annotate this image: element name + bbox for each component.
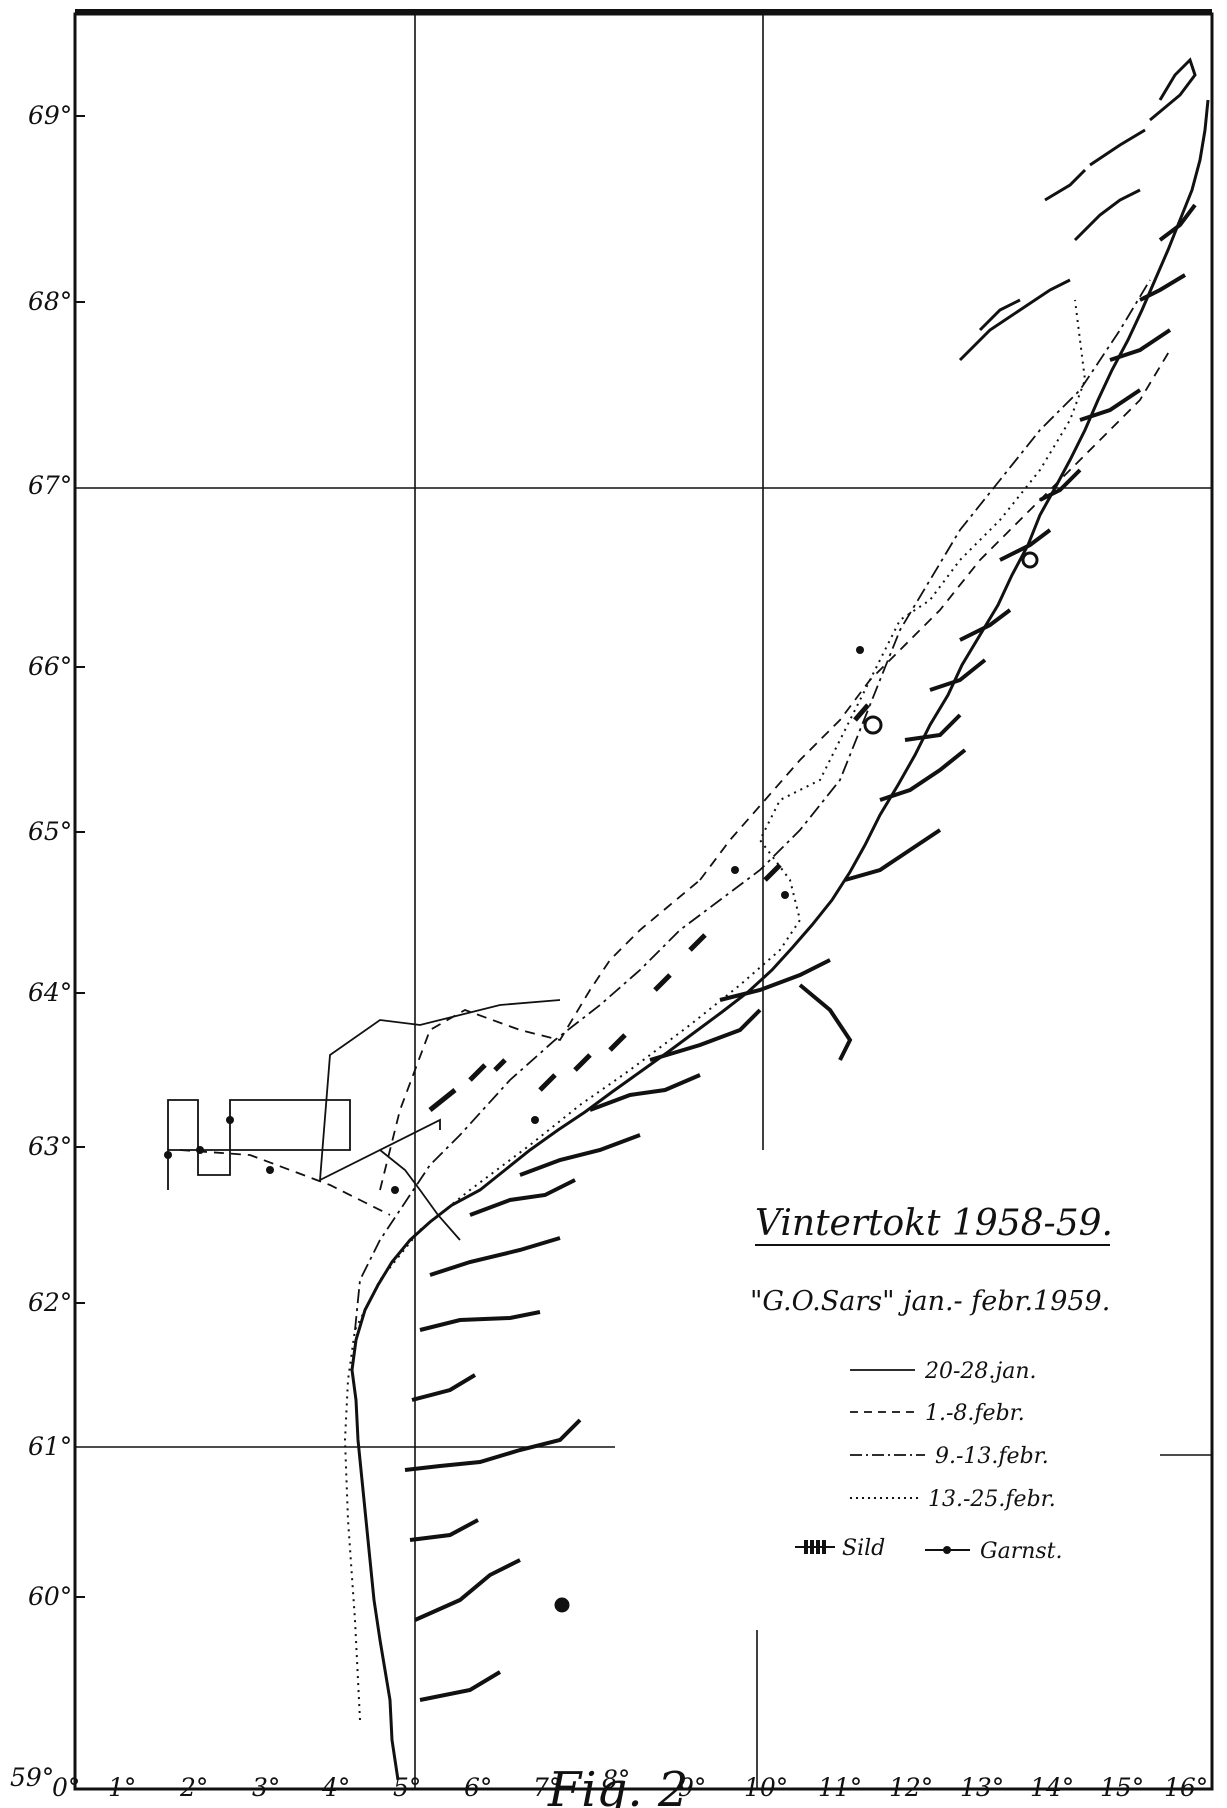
fjords bbox=[404, 203, 1197, 1702]
lon-label-14: 14° bbox=[1030, 1773, 1074, 1802]
track-9-13-febr bbox=[354, 279, 1151, 1331]
cruise-tracks bbox=[164, 279, 1171, 1721]
svg-text:13.-25.febr.: 13.-25.febr. bbox=[928, 1487, 1056, 1512]
map-frame bbox=[73, 12, 1214, 1791]
svg-text:20-28.jan.: 20-28.jan. bbox=[924, 1359, 1037, 1384]
legend-item-9-13-febr: 9.-13.febr. bbox=[850, 1444, 1049, 1469]
lon-label-12: 12° bbox=[889, 1773, 933, 1802]
svg-text:9.-13.febr.: 9.-13.febr. bbox=[935, 1444, 1049, 1469]
lat-label-68: 68° bbox=[28, 287, 72, 316]
legend-item-13-25-febr: 13.-25.febr. bbox=[850, 1487, 1056, 1512]
lon-label-11: 11° bbox=[818, 1773, 862, 1802]
lon-label-3: 3° bbox=[252, 1773, 280, 1802]
lat-label-62: 62° bbox=[28, 1288, 72, 1317]
lon-label-8: 8° bbox=[602, 1765, 630, 1794]
lat-label-61: 61° bbox=[28, 1432, 72, 1461]
islands bbox=[554, 57, 1197, 1613]
latitude-labels: 69° 68° 67° 66° 65° 64° 63° 62° 61° 60° … bbox=[10, 101, 72, 1792]
lon-label-15: 15° bbox=[1100, 1773, 1144, 1802]
svg-text:Sild: Sild bbox=[842, 1536, 885, 1561]
lon-label-16: 16° bbox=[1164, 1773, 1208, 1802]
graticule bbox=[75, 14, 1212, 1789]
legend: 20-28.jan. 1.-8.febr. 9.-13.febr. 13.-25… bbox=[795, 1359, 1063, 1564]
track-20-28-jan bbox=[167, 999, 561, 1241]
coastline bbox=[350, 57, 1210, 1781]
lat-label-60: 60° bbox=[28, 1582, 72, 1611]
lat-label-69: 69° bbox=[28, 101, 72, 130]
lat-label-65: 65° bbox=[28, 817, 72, 846]
map-title: Vintertokt 1958-59. bbox=[755, 1203, 1113, 1244]
lon-label-2: 2° bbox=[179, 1773, 208, 1802]
legend-item-garnst: Garnst. bbox=[925, 1539, 1063, 1564]
track-1-8-febr bbox=[179, 349, 1171, 1216]
lon-label-0: 0° bbox=[52, 1773, 80, 1802]
legend-item-1-8-febr: 1.-8.febr. bbox=[850, 1401, 1025, 1426]
legend-item-20-28-jan: 20-28.jan. bbox=[850, 1359, 1037, 1384]
lon-label-7: 7° bbox=[533, 1773, 561, 1802]
latitude-ticks bbox=[75, 115, 85, 1598]
lat-label-67: 67° bbox=[28, 471, 72, 500]
lon-label-6: 6° bbox=[464, 1773, 492, 1802]
svg-text:Garnst.: Garnst. bbox=[980, 1539, 1063, 1564]
svg-text:1.-8.febr.: 1.-8.febr. bbox=[925, 1401, 1025, 1426]
coastline-main bbox=[350, 99, 1210, 1781]
lon-label-10: 10° bbox=[744, 1773, 788, 1802]
lon-label-13: 13° bbox=[960, 1773, 1004, 1802]
lon-label-4: 4° bbox=[321, 1773, 350, 1802]
lat-label-59: 59° bbox=[10, 1763, 54, 1792]
garnst-dots bbox=[164, 646, 864, 1194]
map-subtitle: "G.O.Sars" jan.- febr.1959. bbox=[750, 1286, 1110, 1317]
lat-label-64: 64° bbox=[28, 978, 72, 1007]
lon-label-9: 9° bbox=[678, 1773, 706, 1802]
title-block: Vintertokt 1958-59. "G.O.Sars" jan.- feb… bbox=[750, 1203, 1113, 1317]
lon-label-1: 1° bbox=[108, 1773, 136, 1802]
longitude-labels: 0° 1° 2° 3° 4° 5° 6° 7° 8° 9° 10° 11° 12… bbox=[52, 1765, 1208, 1802]
figure-label: Fig. 2 bbox=[547, 1762, 688, 1808]
sild-marks bbox=[428, 703, 870, 1112]
lat-label-63: 63° bbox=[28, 1132, 72, 1161]
legend-item-sild: Sild bbox=[795, 1536, 885, 1561]
lat-label-66: 66° bbox=[28, 652, 72, 681]
track-13-25-febr bbox=[343, 299, 1087, 1721]
